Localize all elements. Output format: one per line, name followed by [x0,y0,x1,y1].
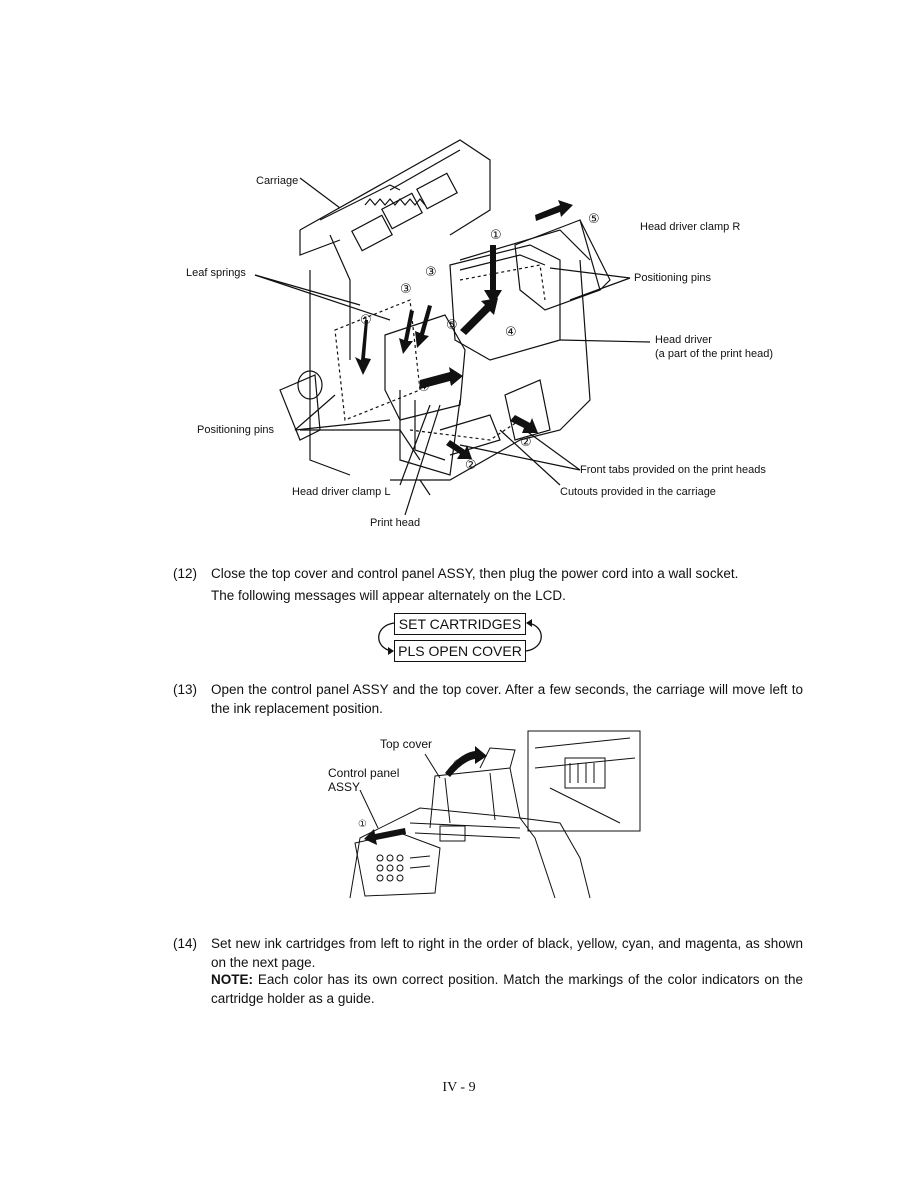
label-positioning-pins-left: Positioning pins [197,424,275,436]
mark-4-right: ④ [505,324,517,339]
label-top-cover: Top cover [380,737,433,751]
mark-2-left: ② [465,457,477,472]
mark-1-left: ① [360,312,372,327]
label-control-panel: Control panel [328,766,400,780]
mark-1-right: ① [490,227,502,242]
label-positioning-pins-right: Positioning pins [634,272,712,284]
label-carriage: Carriage [256,175,299,187]
lcd-line-1: SET CARTRIDGES [394,613,526,635]
fax-machine-illustration [349,730,641,899]
mark-2: ② [453,759,462,770]
step-text: Close the top cover and control panel AS… [211,566,739,581]
mark-3-b: ③ [400,281,412,296]
lcd-line-2: PLS OPEN COVER [394,640,526,662]
page-number: IV - 9 [442,1080,476,1095]
mark-2-right: ② [520,434,532,449]
label-leaf-springs: Leaf springs [186,267,246,279]
note-label: NOTE: [211,972,253,987]
mark-5-left: ⑤ [446,317,458,332]
mark-1: ① [358,819,367,830]
print-head-illustration [254,139,651,516]
step-12: (12) Close the top cover and control pan… [173,564,803,584]
step-number: (14) [173,936,198,951]
label-print-head: Print head [370,517,421,529]
mark-5-right: ⑤ [588,211,600,226]
alternate-arrows-icon [378,619,542,655]
step-12-sub: The following messages will appear alter… [211,588,566,603]
step-13: (13) Open the control panel ASSY and the… [173,680,803,720]
label-assy: ASSY [328,780,361,794]
step-number: (13) [173,682,198,697]
label-head-driver-sub: (a part of the print head) [655,348,774,360]
label-head-driver-clamp-l: Head driver clamp L [292,486,391,498]
label-head-driver-clamp-r: Head driver clamp R [640,221,741,233]
open-cover-figure: Top cover Control panel ASSY ① ② [320,728,650,900]
note-text: Each color has its own correct position.… [211,972,803,1006]
step-text: Open the control panel ASSY and the top … [211,682,803,716]
label-head-driver: Head driver [655,334,712,346]
step-14: (14) Set new ink cartridges from left to… [173,934,803,974]
label-front-tabs: Front tabs provided on the print heads [580,464,766,476]
mark-3-a: ③ [425,264,437,279]
print-head-installation-figure: Carriage Leaf springs Positioning pins H… [160,130,800,545]
step-14-note: NOTE: Each color has its own correct pos… [211,970,803,1008]
lcd-messages: SET CARTRIDGES PLS OPEN COVER [372,610,548,664]
step-number: (12) [173,566,198,581]
step-text: Set new ink cartridges from left to righ… [211,936,803,970]
mark-4-left: ④ [418,379,430,394]
label-cutouts: Cutouts provided in the carriage [560,486,716,498]
